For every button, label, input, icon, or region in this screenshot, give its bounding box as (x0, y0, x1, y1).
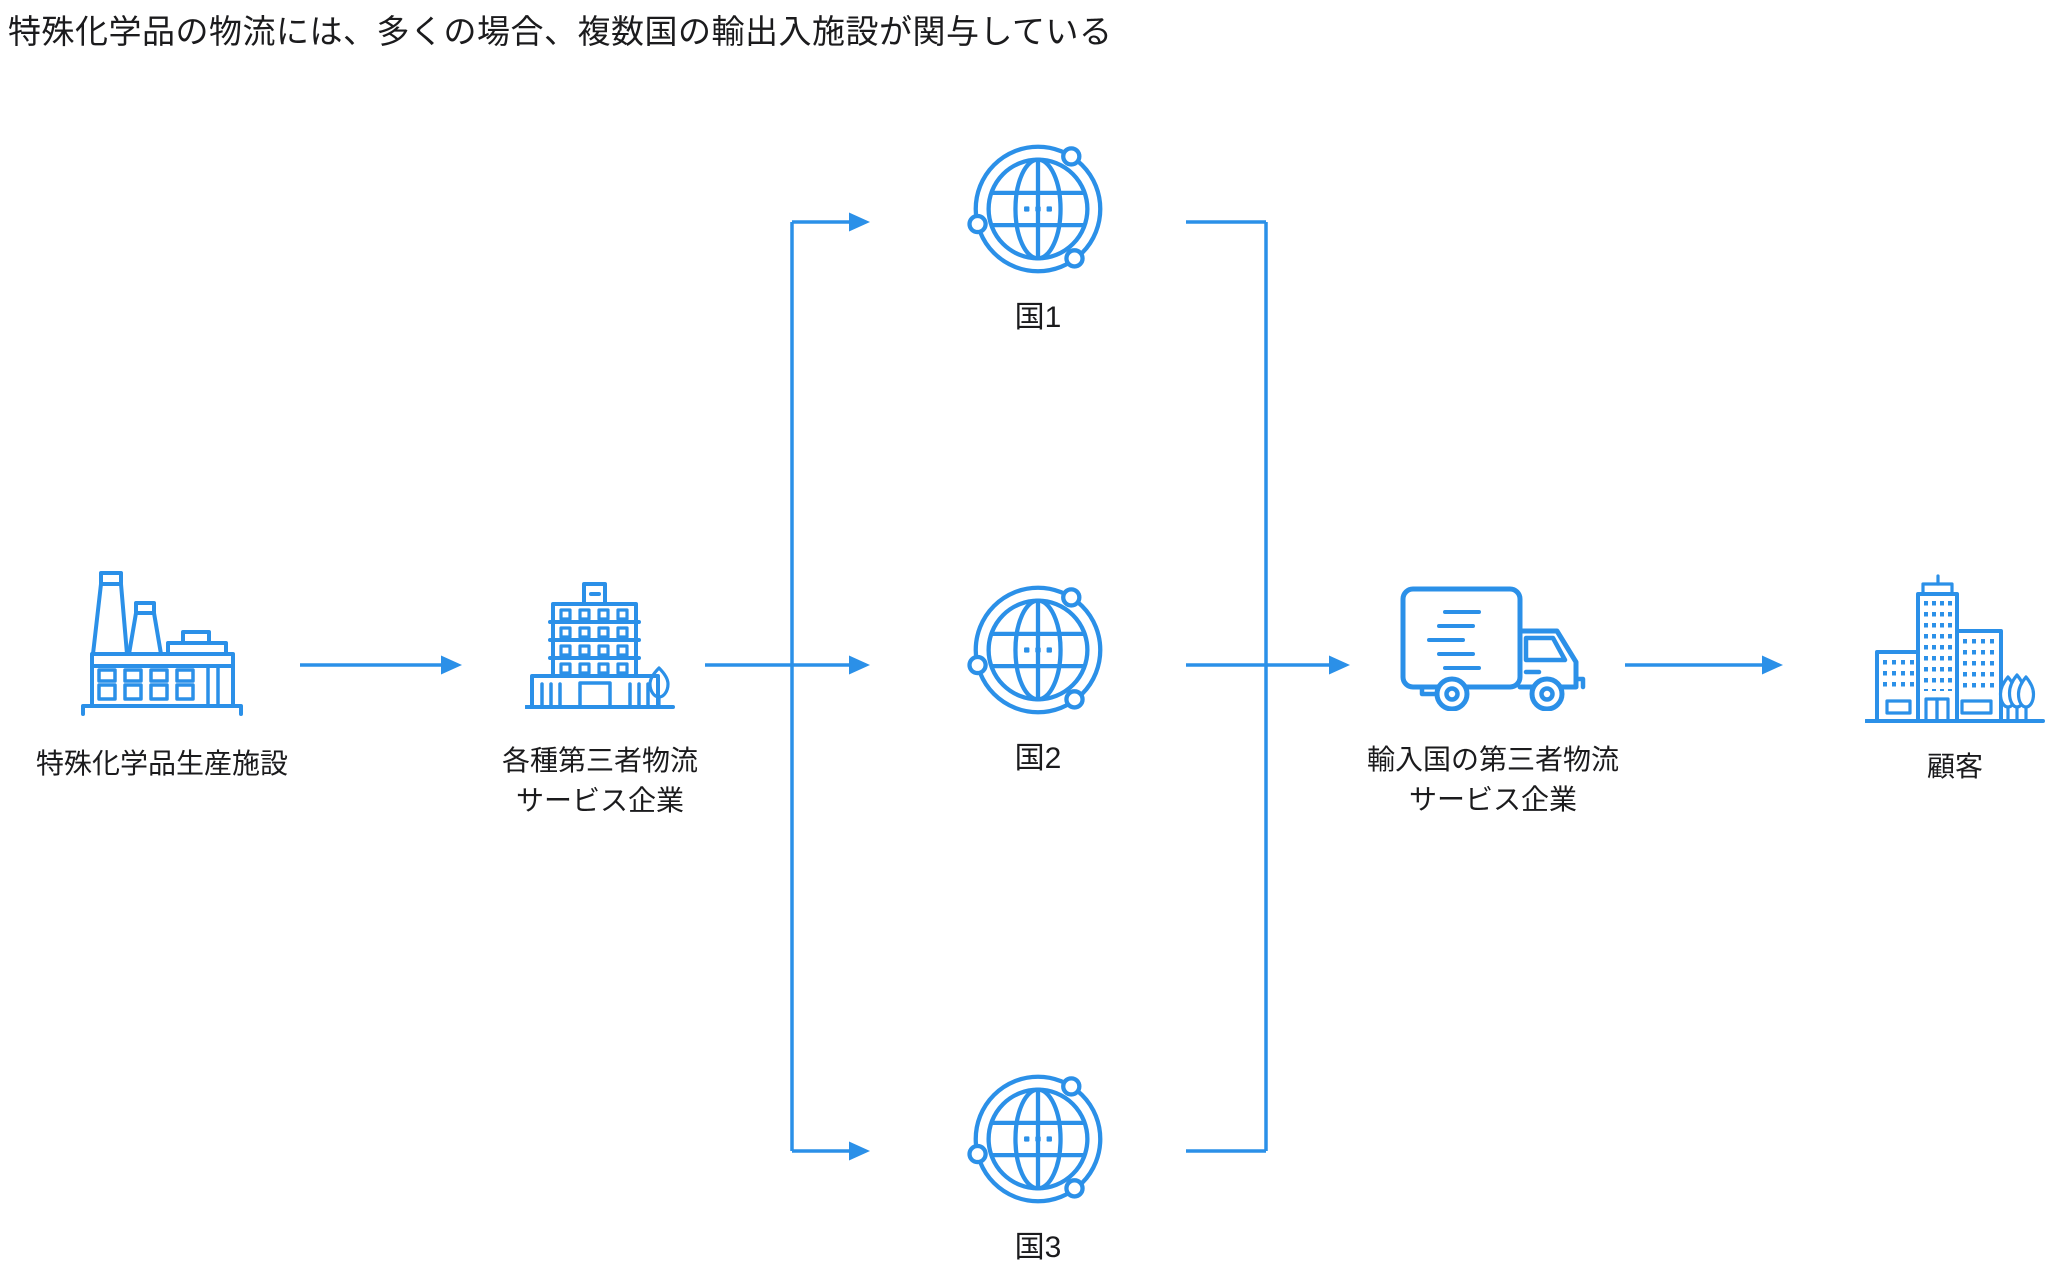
node-origin-3pl: 各種第三者物流 サービス企業 (455, 577, 745, 821)
factory-icon (80, 570, 244, 716)
node-import-3pl-label-line1: 輸入国の第三者物流 (1366, 744, 1619, 775)
globe-network-icon (965, 136, 1111, 282)
node-country-3-label: 国3 (1014, 1231, 1062, 1264)
node-origin-3pl-label: 各種第三者物流 サービス企業 (502, 741, 698, 821)
node-country-1: 国1 (965, 136, 1111, 338)
node-factory-label: 特殊化学品生産施設 (35, 748, 288, 779)
city-buildings-icon (1865, 571, 2045, 723)
arrowhead-to-country3 (849, 1141, 870, 1161)
diagram-title: 特殊化学品の物流には、多くの場合、複数国の輸出入施設が関与している (8, 13, 1113, 50)
office-building-icon (525, 577, 675, 709)
arrowhead-to-origin3pl (441, 655, 462, 675)
arrowhead-to-country2 (849, 655, 870, 675)
node-origin-3pl-label-line1: 各種第三者物流 (501, 745, 698, 776)
delivery-truck-icon (1395, 583, 1591, 711)
node-country-3: 国3 (965, 1066, 1111, 1268)
node-country-2: 国2 (965, 577, 1111, 779)
arrowhead-to-import3pl (1329, 655, 1350, 675)
node-import-3pl-label-line2: サービス企業 (1408, 784, 1577, 815)
arrowhead-to-country1 (849, 212, 870, 232)
globe-network-icon (965, 1066, 1111, 1212)
globe-network-icon (965, 577, 1111, 723)
arrowhead-to-customer (1762, 655, 1783, 675)
node-factory: 特殊化学品生産施設 (22, 570, 302, 784)
node-import-3pl-label: 輸入国の第三者物流 サービス企業 (1367, 740, 1619, 820)
node-country-1-label: 国1 (1014, 301, 1062, 334)
node-country-2-label: 国2 (1014, 742, 1062, 775)
node-customer-label: 顧客 (1926, 751, 1983, 782)
node-origin-3pl-label-line2: サービス企業 (515, 785, 684, 816)
node-customer: 顧客 (1840, 571, 2048, 787)
node-import-3pl: 輸入国の第三者物流 サービス企業 (1358, 583, 1628, 820)
